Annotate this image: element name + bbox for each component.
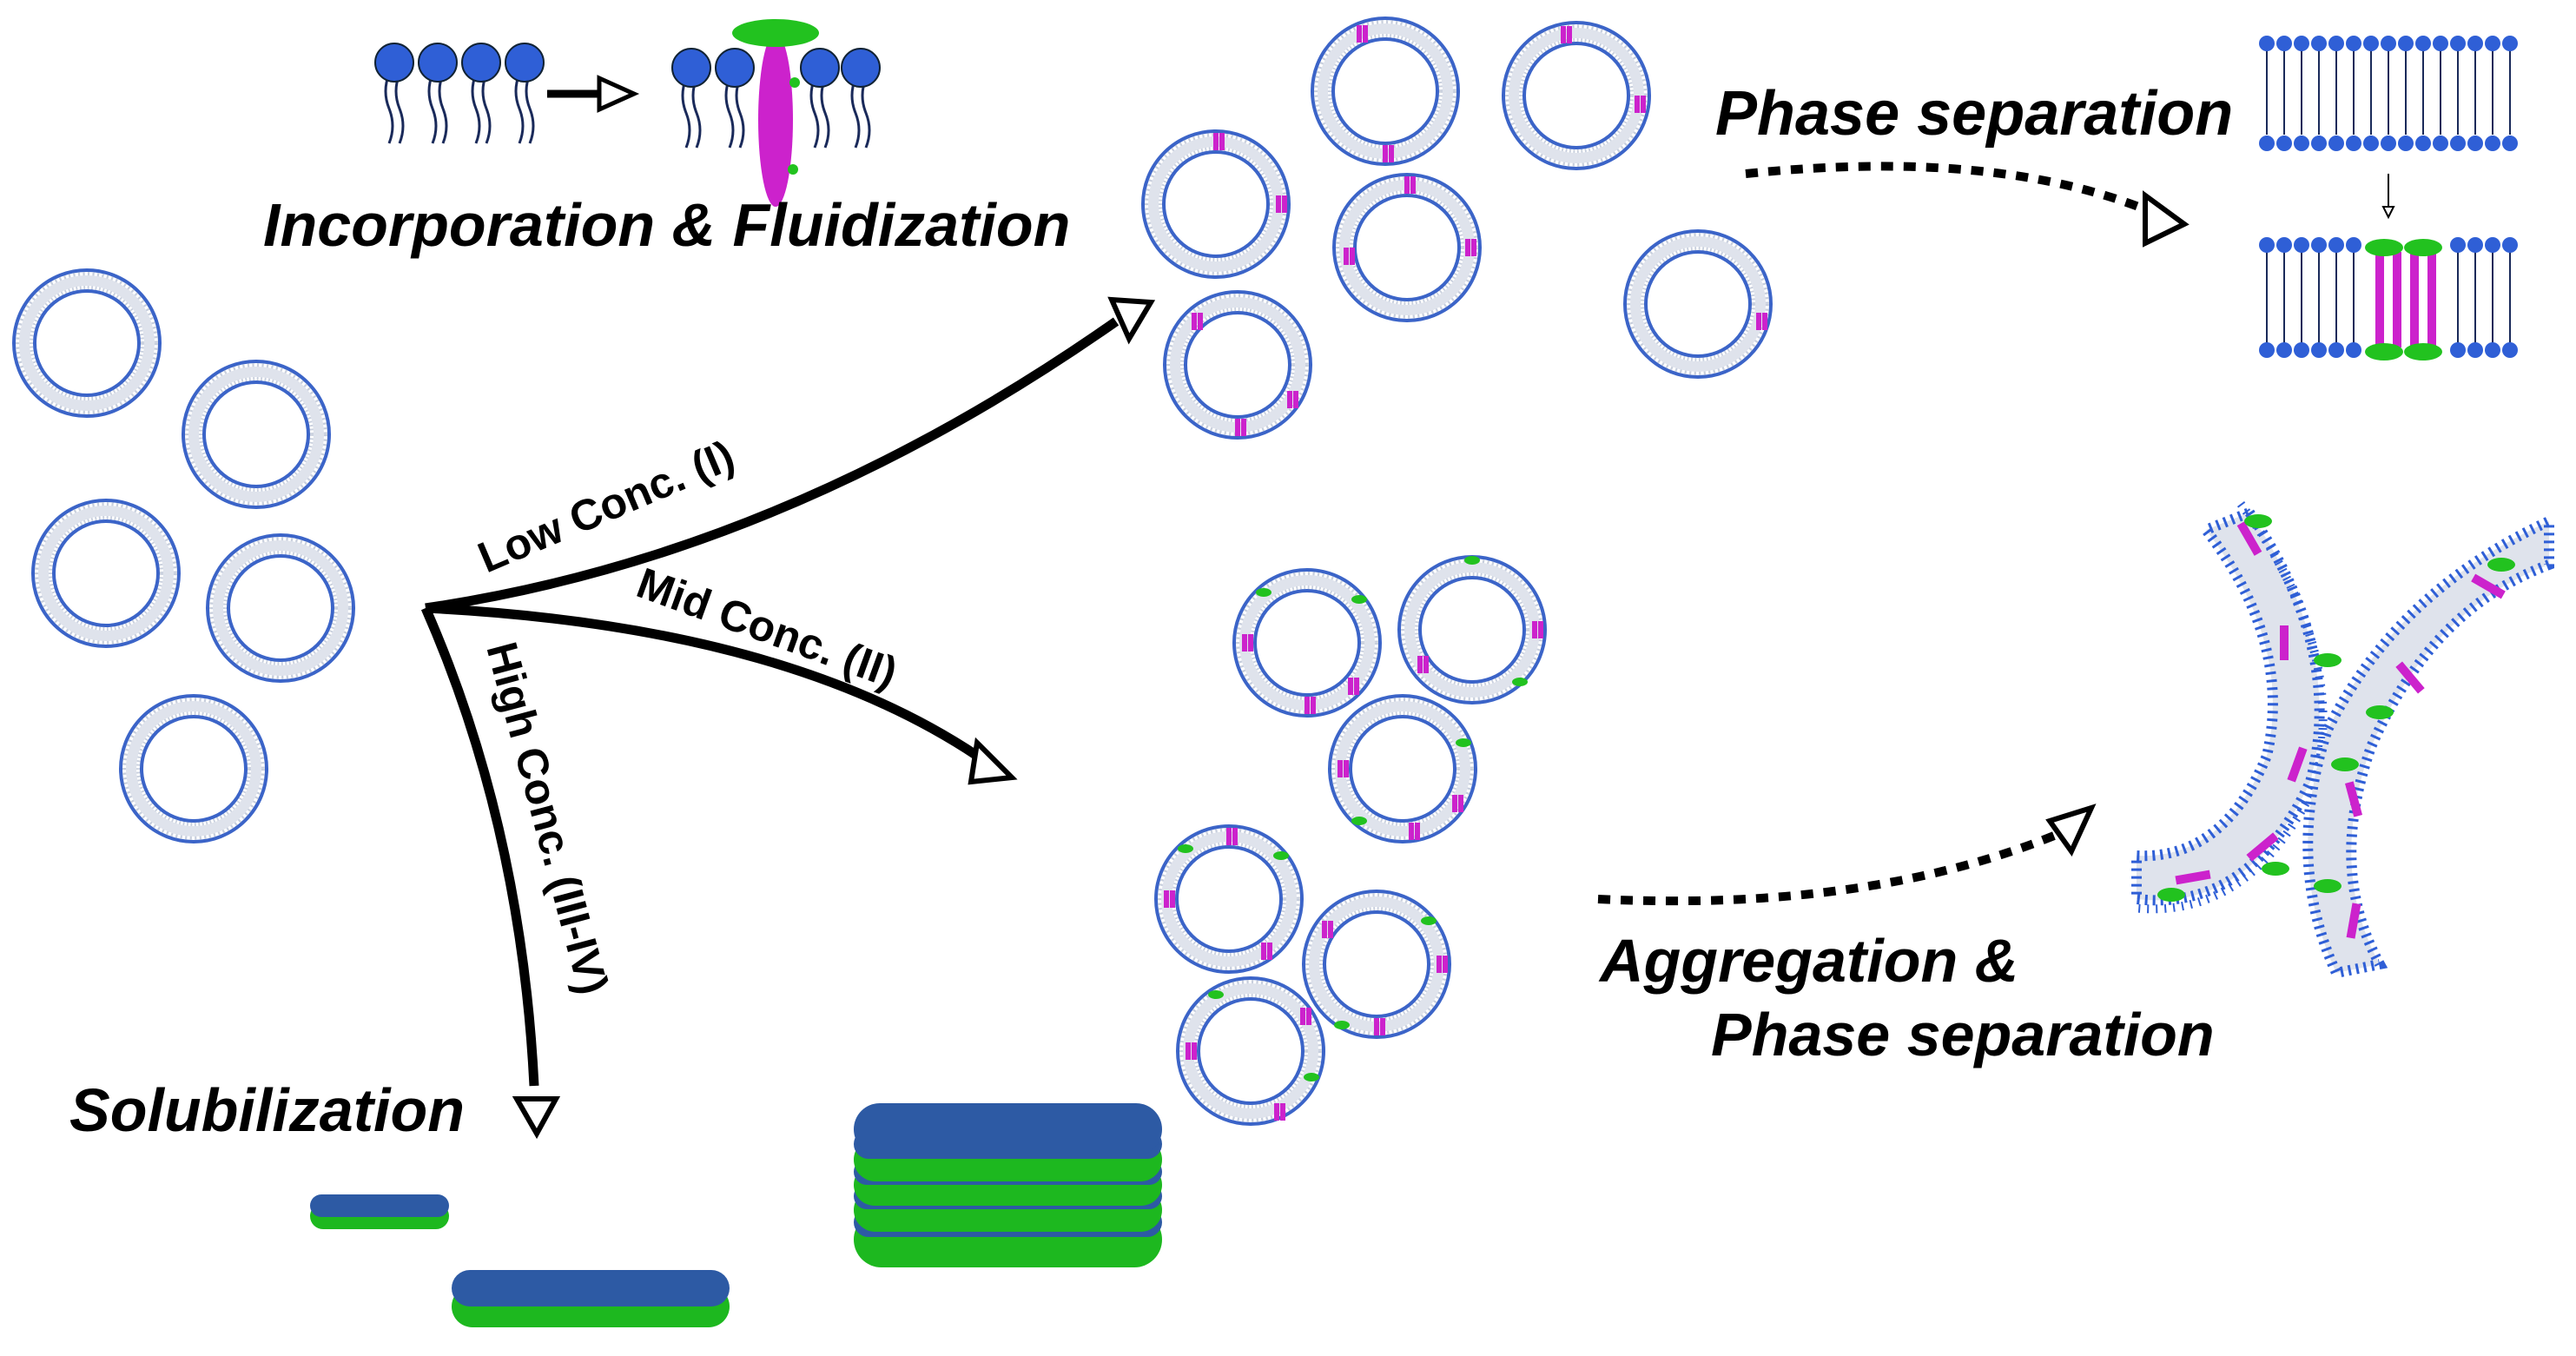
low-conc-arrowhead bbox=[1107, 296, 1156, 345]
lipid-vesicle-icon bbox=[14, 270, 160, 416]
high-conc-arrow bbox=[420, 605, 539, 1087]
incorporation-arrow bbox=[547, 75, 640, 113]
lipid-vesicle-icon bbox=[1330, 696, 1476, 842]
lipid-bilayer-icon bbox=[2258, 36, 2519, 151]
high-conc-arrowhead bbox=[512, 1096, 561, 1140]
lipid-vesicle-icon bbox=[1312, 18, 1458, 164]
low-conc-arrow bbox=[425, 317, 1120, 613]
aggregation-arrowhead bbox=[2045, 804, 2097, 857]
bicelle-disc-icon bbox=[452, 1270, 730, 1327]
lipid-vesicle-icon bbox=[1156, 826, 1302, 972]
lipid-vesicle-icon bbox=[121, 696, 267, 842]
aggregation-label-line1: Aggregation & bbox=[1598, 927, 2018, 995]
lipid-vesicle-icon bbox=[1503, 23, 1649, 169]
low-conc-label: Low Conc. (I) bbox=[471, 431, 741, 582]
aggregation-dotted-arrow bbox=[1597, 830, 2060, 906]
incorporation-label: Incorporation & Fluidization bbox=[263, 191, 1070, 259]
mid-conc-arrow bbox=[425, 603, 981, 760]
curved-bilayer-aggregate-icon bbox=[2131, 501, 2554, 979]
phase-separated-bilayer-icon bbox=[2259, 237, 2518, 360]
lipid-vesicle-icon bbox=[208, 535, 353, 681]
solubilization-label: Solubilization bbox=[69, 1076, 465, 1144]
lipid-vesicle-icon bbox=[1234, 570, 1380, 716]
lipid-monolayer-icon bbox=[374, 43, 545, 144]
lipid-vesicle-icon bbox=[183, 361, 329, 507]
lipid-vesicle-icon bbox=[1399, 556, 1545, 703]
lipid-vesicle-icon bbox=[1304, 891, 1450, 1037]
mid-conc-vesicles bbox=[1156, 556, 1545, 1124]
low-conc-vesicles bbox=[1143, 18, 1771, 438]
mid-conc-arrowhead bbox=[968, 737, 1018, 785]
lipid-vesicle-icon bbox=[1143, 131, 1289, 277]
aggregation-label-line2: Phase separation bbox=[1711, 1001, 2215, 1068]
down-arrow-icon bbox=[2381, 174, 2395, 220]
lipid-vesicle-icon bbox=[1165, 292, 1311, 438]
lipid-vesicle-icon bbox=[1625, 231, 1771, 377]
peptide-in-monolayer-icon bbox=[671, 19, 881, 207]
mid-conc-label: Mid Conc. (II) bbox=[631, 559, 903, 698]
stacked-bicelle-discs-icon bbox=[854, 1103, 1162, 1267]
bicelle-disc-icon bbox=[310, 1194, 449, 1229]
phase-separation-label: Phase separation bbox=[1715, 79, 2233, 149]
initial-vesicles bbox=[14, 270, 353, 842]
lipid-vesicle-icon bbox=[1178, 978, 1324, 1124]
lipid-vesicle-icon bbox=[1334, 175, 1480, 321]
phase-separation-dotted-arrow bbox=[1745, 162, 2156, 217]
branch-arrows bbox=[420, 317, 1120, 1087]
phase-separation-arrowhead bbox=[2143, 190, 2190, 248]
lipid-vesicle-icon bbox=[33, 500, 179, 646]
